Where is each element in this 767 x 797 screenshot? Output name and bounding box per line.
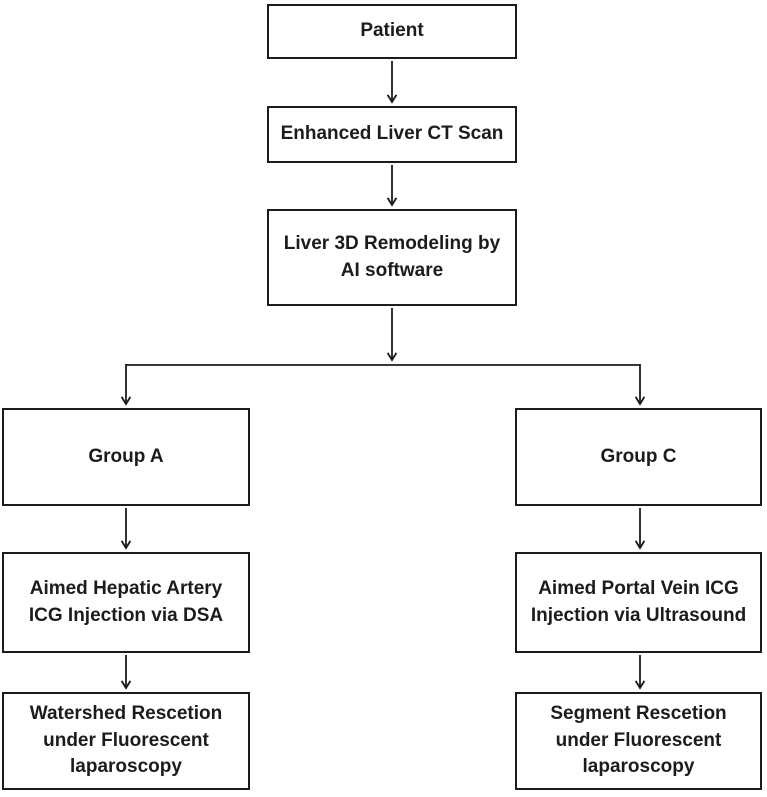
flow-node-segment-resection-label: Segment Rescetion under Fluorescent lapa… <box>550 703 727 778</box>
flow-node-remodeling-label: Liver 3D Remodeling by AI software <box>283 232 501 281</box>
flow-node-segment-resection: Segment Rescetion under Fluorescent lapa… <box>515 692 762 790</box>
flow-node-patient-label: Patient <box>360 20 424 42</box>
flow-node-group-a: Group A <box>2 408 250 506</box>
flow-node-group-a-label: Group A <box>88 445 164 467</box>
flow-node-group-c: Group C <box>515 408 762 506</box>
flow-node-watershed-resection: Watershed Rescetion under Fluorescent la… <box>2 692 250 790</box>
flow-node-ct-scan-label: Enhanced Liver CT Scan <box>280 123 504 145</box>
flow-node-watershed-resection-label: Watershed Rescetion under Fluorescent la… <box>29 703 223 778</box>
flow-node-hepatic-injection: Aimed Hepatic Artery ICG Injection via D… <box>2 552 250 653</box>
flow-node-group-c-label: Group C <box>600 445 677 467</box>
flow-node-hepatic-injection-label: Aimed Hepatic Artery ICG Injection via D… <box>28 577 224 626</box>
flow-node-patient: Patient <box>267 4 517 59</box>
flow-node-ct-scan: Enhanced Liver CT Scan <box>267 106 517 163</box>
flow-node-portal-injection-label: Aimed Portal Vein ICG Injection via Ultr… <box>530 577 747 626</box>
flow-node-portal-injection: Aimed Portal Vein ICG Injection via Ultr… <box>515 552 762 653</box>
flow-node-remodeling: Liver 3D Remodeling by AI software <box>267 209 517 306</box>
